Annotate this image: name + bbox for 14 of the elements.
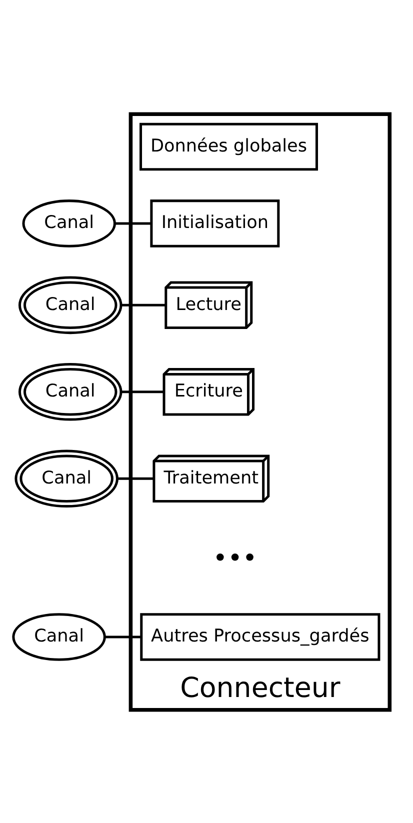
node-ellipse: Canal: [12, 612, 106, 660]
connector: [117, 476, 154, 480]
connector: [122, 390, 164, 393]
label: •••: [212, 543, 258, 572]
node-ellipse: Canal: [14, 449, 118, 508]
node-box: Initialisation: [150, 199, 280, 247]
connector: [115, 222, 152, 224]
connector: [105, 635, 142, 638]
node-ellipse: Canal: [22, 199, 116, 247]
node-box: Données globales: [140, 122, 318, 170]
node-ellipse: Canal: [18, 276, 122, 334]
node-ellipse: Canal: [18, 362, 122, 420]
connector: [122, 303, 166, 306]
node-box: Autres Processus_gardés: [140, 612, 380, 660]
